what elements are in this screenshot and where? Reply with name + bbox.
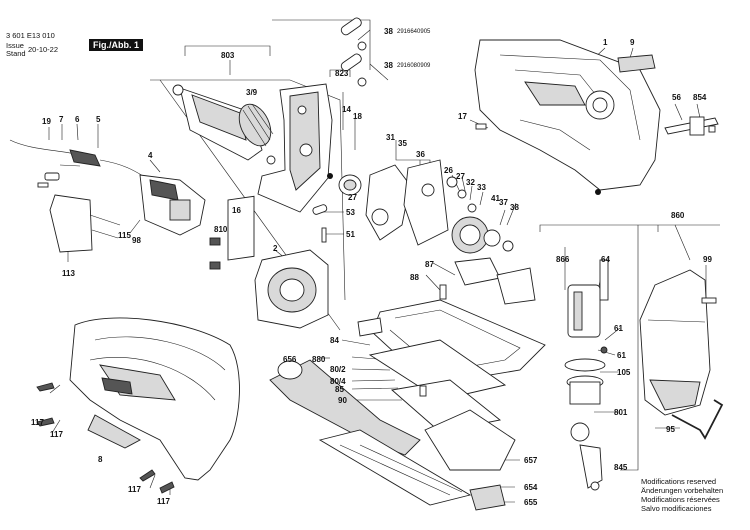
callout: 80/4 (330, 377, 346, 386)
callout: 95 (666, 425, 675, 434)
callout: 117 (50, 430, 63, 439)
parts (9, 17, 724, 511)
callout: 38 (384, 27, 393, 36)
callout: 3/9 (246, 88, 258, 97)
callout: 33 (477, 183, 486, 192)
callout: 866 (556, 255, 570, 264)
callout: 32 (466, 178, 475, 187)
callout: 854 (693, 93, 707, 102)
callout: 19 (42, 117, 51, 126)
callout: 26 (444, 166, 453, 175)
blower-housing (639, 269, 717, 416)
callout: 845 (614, 463, 628, 472)
motor-housing-823 (257, 83, 333, 213)
callout: 38 (384, 61, 393, 70)
callout: 115 (118, 231, 131, 240)
issue-label: Issue (6, 41, 24, 50)
note-line: Modifications réservées (641, 495, 720, 504)
callout: 36 (416, 150, 425, 159)
pin-38-top (340, 17, 362, 36)
callout: 84 (330, 336, 339, 345)
suppressor-113 (49, 194, 93, 253)
callout: 113 (62, 269, 75, 278)
part-number: 2916640905 (397, 29, 431, 35)
callout: 53 (346, 208, 355, 217)
callout: 16 (232, 206, 241, 215)
callouts: 803 3/9 823 14 18 38 38 1 9 56 854 17 19… (31, 27, 712, 507)
callout: 27 (348, 193, 357, 202)
callout: 99 (703, 255, 712, 264)
callout: 87 (425, 260, 434, 269)
callout: 51 (346, 230, 355, 239)
stand-label: Stand (6, 49, 26, 58)
callout: 656 (283, 355, 297, 364)
callout: 801 (614, 408, 628, 417)
figure-label: Fig./Abb. 1 (89, 39, 143, 51)
document-number: 3 601 E13 010 (6, 31, 55, 40)
base-plate (357, 299, 546, 443)
callout: 17 (458, 112, 467, 121)
housing-1 (474, 39, 661, 195)
callout: 823 (335, 69, 349, 78)
switch-4 (139, 174, 206, 236)
guide-654 (318, 429, 472, 506)
callout: 880 (312, 355, 326, 364)
callout: 117 (128, 485, 141, 494)
wire-95 (671, 399, 724, 440)
callout: 14 (342, 105, 351, 114)
callout: 657 (524, 456, 538, 465)
housing-cover-8 (69, 317, 240, 481)
callout: 41 (491, 194, 500, 203)
callout: 31 (386, 133, 395, 142)
callout: 6 (75, 115, 80, 124)
callout: 654 (524, 483, 538, 492)
callout: 88 (410, 273, 419, 282)
brush-holder-16 (227, 195, 255, 261)
callout: 8 (98, 455, 103, 464)
callout: 98 (132, 236, 141, 245)
callout: 5 (96, 115, 101, 124)
callout: 4 (148, 151, 153, 160)
issue-date: 20-10-22 (28, 45, 59, 54)
dust-tube-656 (269, 359, 421, 456)
roller-module (564, 259, 609, 491)
callout: 655 (524, 498, 538, 507)
callout: 810 (214, 225, 228, 234)
gear-41 (451, 216, 514, 254)
callout: 18 (353, 112, 362, 121)
callout: 1 (603, 38, 608, 47)
note-line: Salvo modificaciones (641, 504, 712, 513)
callout: 80/2 (330, 365, 346, 374)
callout: 64 (601, 255, 610, 264)
part-number: 2916080909 (397, 63, 431, 69)
note-line: Modifications reserved (641, 477, 717, 486)
callout: 37 (499, 198, 508, 207)
callout: 2 (273, 244, 278, 253)
armature-803 (172, 84, 276, 165)
power-cord (9, 139, 151, 188)
callout: 9 (630, 38, 635, 47)
callout: 803 (221, 51, 235, 60)
field-2 (254, 249, 329, 329)
callout: 35 (398, 139, 407, 148)
callout: 38 (510, 203, 519, 212)
label-9 (617, 54, 656, 73)
callout: 117 (31, 418, 44, 427)
callout: 105 (617, 368, 631, 377)
callout: 56 (672, 93, 681, 102)
callout: 90 (338, 396, 347, 405)
callout: 61 (617, 351, 626, 360)
callout: 117 (157, 497, 170, 506)
callout: 85 (335, 385, 344, 394)
callout: 860 (671, 211, 685, 220)
note-line: Änderungen vorbehalten (641, 486, 724, 495)
callout: 27 (456, 172, 465, 181)
callout: 61 (614, 324, 623, 333)
callout: 7 (59, 115, 64, 124)
